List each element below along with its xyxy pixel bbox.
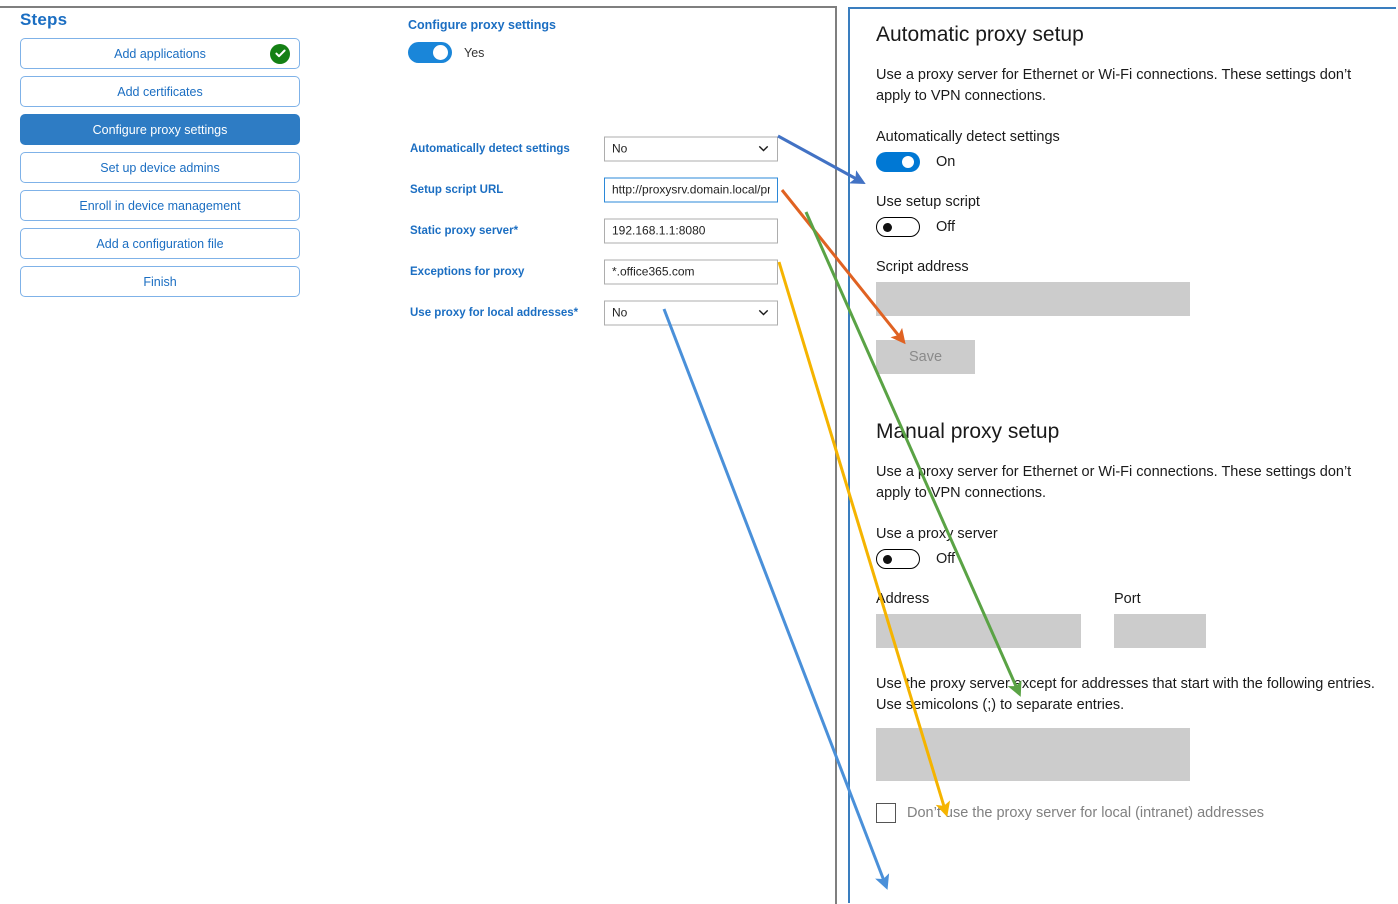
required-marker: * (573, 306, 579, 319)
automatically-detect-settings-select[interactable]: No (604, 136, 778, 161)
automatically-detect-settings-toggle-row: On (876, 152, 1396, 173)
form-heading: Configure proxy settings (408, 18, 556, 32)
use-setup-script-toggle[interactable] (876, 217, 920, 238)
configure-proxy-toggle-label: Yes (464, 45, 485, 60)
sidebar-item-configure-proxy-settings[interactable]: Configure proxy settings (20, 114, 300, 145)
sidebar-item-label: Add certificates (117, 84, 203, 99)
automatically-detect-settings-toggle[interactable] (876, 152, 920, 173)
static-proxy-server-input[interactable]: 192.168.1.1:8080 (604, 218, 778, 243)
use-a-proxy-server-toggle[interactable] (876, 549, 920, 570)
sidebar-item-label: Configure proxy settings (92, 122, 228, 137)
setup-script-url-input[interactable]: http://proxysrv.domain.local/proxy.pa (604, 177, 778, 202)
sidebar-item-label: Add applications (114, 46, 206, 61)
field-use-proxy-for-local-addresses: Use proxy for local addresses* No (408, 292, 828, 333)
field-automatically-detect-settings: Automatically detect settings No (408, 128, 828, 169)
vertical-divider (835, 6, 837, 904)
sidebar-item-finish[interactable]: Finish (20, 266, 300, 297)
toggle-state-label: Off (936, 551, 956, 568)
automatic-proxy-setup-heading: Automatic proxy setup (876, 23, 1084, 46)
select-value: No (612, 141, 628, 156)
sidebar-item-label: Finish (143, 274, 177, 289)
port-input[interactable] (1114, 614, 1206, 649)
field-static-proxy-server: Static proxy server* 192.168.1.1:8080 (408, 210, 828, 251)
save-button[interactable]: Save (876, 340, 975, 375)
settings-content: Automatic proxy setup Use a proxy server… (876, 23, 1396, 824)
bypass-local-addresses-row[interactable]: Don’t use the proxy server for local (in… (876, 803, 1396, 824)
use-proxy-for-local-addresses-select[interactable]: No (604, 300, 778, 325)
chevron-down-icon (758, 309, 769, 316)
sidebar-item-label: Enroll in device management (79, 198, 241, 213)
use-setup-script-label: Use setup script (876, 194, 980, 211)
bypass-local-addresses-label: Don’t use the proxy server for local (in… (907, 805, 1265, 822)
address-group: Address (876, 591, 1081, 649)
input-value: 192.168.1.1:8080 (612, 223, 706, 238)
field-exceptions-for-proxy: Exceptions for proxy *.office365.com (408, 251, 828, 292)
script-address-label: Script address (876, 259, 969, 276)
steps-sidebar: Steps Add applications Add certificates … (0, 10, 320, 304)
use-setup-script-toggle-row: Off (876, 217, 1396, 238)
windows-proxy-settings-panel: Automatic proxy setup Use a proxy server… (848, 7, 1396, 903)
bypass-local-addresses-checkbox[interactable] (876, 803, 896, 824)
field-label: Setup script URL (410, 183, 504, 196)
script-address-input[interactable] (876, 282, 1190, 317)
input-value: *.office365.com (612, 264, 695, 279)
use-a-proxy-server-toggle-row: Off (876, 549, 1396, 570)
port-group: Port (1114, 591, 1206, 649)
address-port-row: Address Port (876, 591, 1396, 649)
automatically-detect-settings-label: Automatically detect settings (876, 129, 1060, 146)
select-value: No (612, 305, 628, 320)
sidebar-item-enroll-in-device-management[interactable]: Enroll in device management (20, 190, 300, 221)
field-setup-script-url: Setup script URL http://proxysrv.domain.… (408, 169, 828, 210)
top-divider-rule (0, 6, 836, 8)
check-circle-icon (270, 43, 290, 64)
manual-proxy-setup-heading: Manual proxy setup (876, 420, 1060, 444)
toggle-state-label: Off (936, 219, 956, 236)
use-a-proxy-server-label: Use a proxy server (876, 526, 998, 543)
configure-proxy-toggle[interactable] (408, 42, 452, 63)
manual-proxy-description: Use a proxy server for Ethernet or Wi-Fi… (876, 464, 1352, 502)
sidebar-item-add-applications[interactable]: Add applications (20, 38, 300, 69)
chevron-down-icon (758, 145, 769, 152)
steps-title: Steps (20, 10, 68, 29)
field-label: Automatically detect settings (410, 142, 570, 155)
exceptions-input[interactable] (876, 728, 1190, 782)
field-label: Use proxy for local addresses* (410, 306, 579, 319)
exceptions-description: Use the proxy server except for addresse… (876, 676, 1375, 714)
port-label: Port (1114, 591, 1141, 608)
required-marker: * (513, 224, 519, 237)
field-label: Static proxy server* (410, 224, 519, 237)
field-label: Exceptions for proxy (410, 265, 525, 278)
toggle-state-label: On (936, 154, 956, 171)
automatic-proxy-description: Use a proxy server for Ethernet or Wi-Fi… (876, 67, 1352, 105)
address-input[interactable] (876, 614, 1081, 649)
proxy-form: Configure proxy settings Yes Automatical… (408, 18, 828, 325)
address-label: Address (876, 591, 930, 608)
input-value: http://proxysrv.domain.local/proxy.pa (612, 182, 770, 197)
configure-proxy-toggle-row: Yes (408, 42, 828, 63)
sidebar-item-set-up-device-admins[interactable]: Set up device admins (20, 152, 300, 183)
sidebar-item-add-a-configuration-file[interactable]: Add a configuration file (20, 228, 300, 259)
sidebar-item-label: Add a configuration file (96, 236, 224, 251)
form-fields: Automatically detect settings No Setup s… (408, 128, 828, 333)
sidebar-item-add-certificates[interactable]: Add certificates (20, 76, 300, 107)
sidebar-item-label: Set up device admins (100, 160, 220, 175)
exceptions-for-proxy-input[interactable]: *.office365.com (604, 259, 778, 284)
